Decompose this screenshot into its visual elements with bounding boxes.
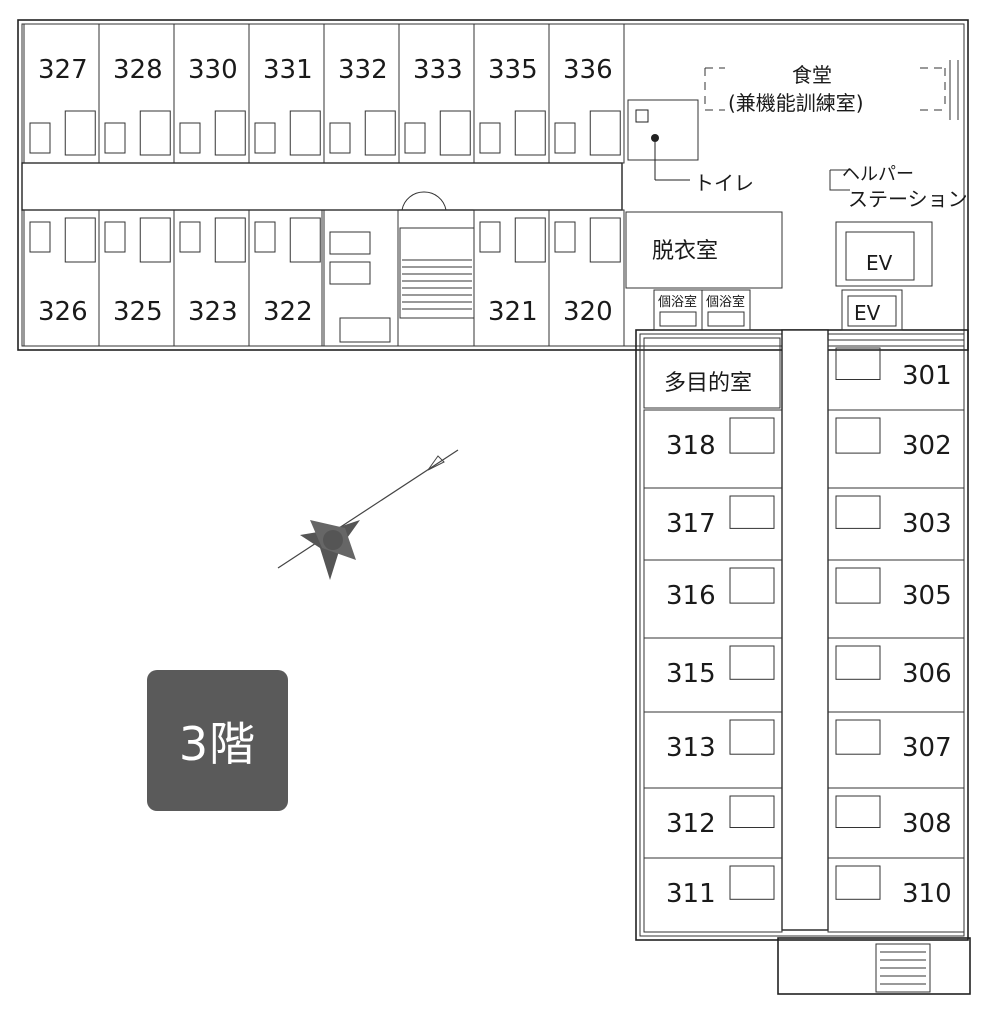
room-326: 326 [23, 209, 100, 347]
room-302: 302 [827, 409, 965, 489]
room-336: 336 [548, 23, 625, 164]
room-316: 316 [643, 559, 783, 639]
room-number: 303 [902, 509, 952, 539]
room-330: 330 [173, 23, 250, 164]
room-331: 331 [248, 23, 325, 164]
room-number: 336 [563, 55, 613, 85]
room-313: 313 [643, 711, 783, 789]
room-321: 321 [473, 209, 550, 347]
area-labels: 食堂 (兼機能訓練室) トイレ ヘルパー ステーション 脱衣室 個浴室 個浴室 … [652, 63, 968, 396]
toilet-block [627, 99, 699, 181]
ev-1-label: EV [866, 251, 893, 275]
bath-2-label: 個浴室 [706, 294, 745, 310]
room-315: 315 [643, 637, 783, 713]
room-number: 332 [338, 55, 388, 85]
room-328: 328 [98, 23, 175, 164]
corridor-north [21, 162, 623, 211]
multipurpose-room [643, 337, 781, 409]
room-number: 325 [113, 297, 163, 327]
room-number: 327 [38, 55, 88, 85]
room-number: 333 [413, 55, 463, 85]
room-306: 306 [827, 637, 965, 713]
dining-area [704, 60, 959, 120]
room-number: 307 [902, 733, 952, 763]
room-317: 317 [643, 487, 783, 561]
room-number: 310 [902, 879, 952, 909]
room-number: 330 [188, 55, 238, 85]
room-310: 310 [827, 857, 965, 933]
helper-label-2: ステーション [848, 187, 968, 211]
room-number: 302 [902, 431, 952, 461]
bath-1-label: 個浴室 [658, 294, 697, 310]
floor-badge: 3階 [147, 670, 288, 811]
room-number: 308 [902, 809, 952, 839]
room-number: 316 [666, 581, 716, 611]
room-number: 311 [666, 879, 716, 909]
stairwell [321, 191, 475, 347]
helper-label-1: ヘルパー [842, 164, 914, 185]
helper-station [829, 169, 933, 331]
room-number: 315 [666, 659, 716, 689]
room-335: 335 [473, 23, 550, 164]
bath-area [625, 211, 783, 331]
room-303: 303 [827, 487, 965, 561]
room-number: 328 [113, 55, 163, 85]
south-rooms-row: 326 325 323 322 321 320 [23, 209, 625, 347]
bottom-stair [875, 943, 931, 993]
compass-icon [277, 449, 459, 580]
room-number: 320 [563, 297, 613, 327]
room-number: 322 [263, 297, 313, 327]
toilet-label: トイレ [694, 171, 754, 195]
room-318: 318 [643, 409, 783, 489]
room-number: 301 [902, 361, 952, 391]
room-320: 320 [548, 209, 625, 347]
room-327: 327 [23, 23, 100, 164]
room-308: 308 [827, 787, 965, 859]
ev-2-label: EV [854, 301, 881, 325]
dining-label: 食堂 [792, 63, 832, 87]
room-307: 307 [827, 711, 965, 789]
room-number: 323 [188, 297, 238, 327]
room-number: 312 [666, 809, 716, 839]
room-number: 326 [38, 297, 88, 327]
multipurpose-label: 多目的室 [664, 371, 752, 396]
room-number: 321 [488, 297, 538, 327]
room-311: 311 [643, 857, 783, 933]
room-number: 331 [263, 55, 313, 85]
room-number: 318 [666, 431, 716, 461]
room-322: 322 [248, 209, 325, 347]
room-305: 305 [827, 559, 965, 639]
dressing-room-label: 脱衣室 [652, 239, 718, 264]
corridor-east [781, 329, 829, 931]
room-number: 335 [488, 55, 538, 85]
room-312: 312 [643, 787, 783, 859]
room-number: 317 [666, 509, 716, 539]
room-number: 313 [666, 733, 716, 763]
room-332: 332 [323, 23, 400, 164]
dining-sub-label: (兼機能訓練室) [728, 91, 864, 115]
room-323: 323 [173, 209, 250, 347]
room-301: 301 [827, 339, 965, 411]
room-number: 306 [902, 659, 952, 689]
room-333: 333 [398, 23, 475, 164]
room-number: 305 [902, 581, 952, 611]
wing-east-rooms: 301 302 303 305 306 307 308 310 [827, 339, 965, 933]
north-rooms-row: 327 328 330 331 332 333 335 336 [23, 23, 625, 164]
wing-west-rooms: 318 317 316 315 313 312 311 [643, 409, 783, 933]
room-325: 325 [98, 209, 175, 347]
